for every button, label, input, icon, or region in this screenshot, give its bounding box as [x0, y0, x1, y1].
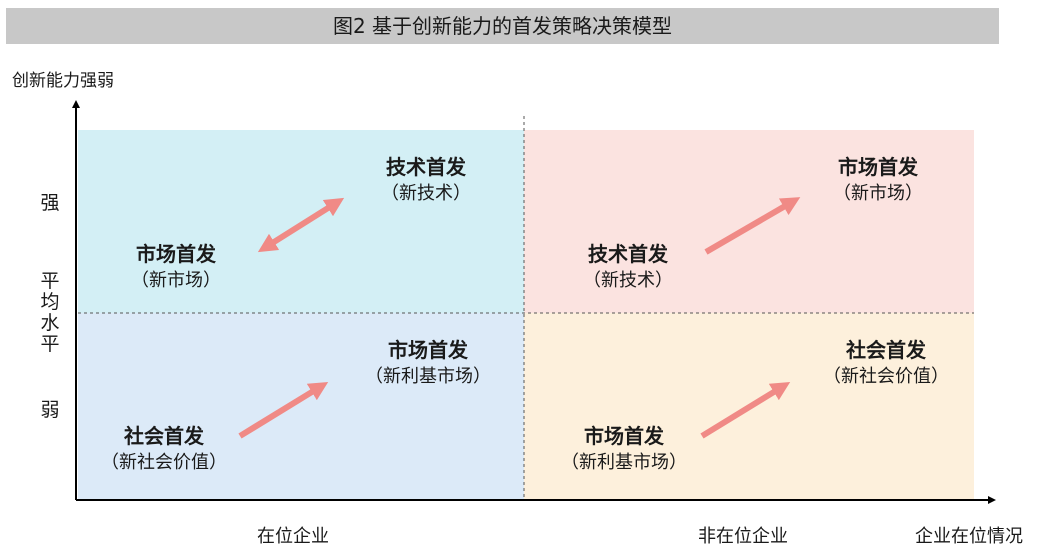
bl-target-main: 市场首发 — [388, 338, 468, 362]
arrow-bottom-right — [700, 381, 791, 439]
br-target-sub: （新社会价值） — [823, 366, 949, 387]
br-source-main: 市场首发 — [584, 424, 664, 448]
tl-target-main: 技术首发 — [386, 155, 466, 179]
y-tick-average: 平均水平 — [40, 270, 60, 355]
quadrant-bottom-left — [78, 313, 524, 500]
br-source-sub: （新利基市场） — [561, 452, 687, 473]
tr-source-label: 技术首发 （新技术） — [576, 240, 680, 294]
y-tick-strong: 强 — [40, 192, 60, 214]
x-axis-title: 企业在位情况 — [915, 526, 1023, 547]
br-source-label: 市场首发 （新利基市场） — [546, 422, 702, 476]
br-target-main: 社会首发 — [846, 338, 926, 362]
tl-source-sub: （新市场） — [131, 270, 221, 291]
br-target-label: 社会首发 （新社会价值） — [808, 336, 964, 390]
arrow-top-right — [704, 197, 801, 255]
tl-source-main: 市场首发 — [136, 242, 216, 266]
quadrant-top-right — [524, 130, 974, 313]
bl-source-sub: （新社会价值） — [101, 452, 227, 473]
tr-source-sub: （新技术） — [583, 270, 673, 291]
bl-target-sub: （新利基市场） — [365, 366, 491, 387]
y-axis-title: 创新能力强弱 — [12, 71, 114, 91]
bl-target-label: 市场首发 （新利基市场） — [350, 336, 506, 390]
y-tick-weak: 弱 — [40, 399, 60, 421]
tr-target-main: 市场首发 — [838, 155, 918, 179]
figure-title: 图2 基于创新能力的首发策略决策模型 — [332, 14, 673, 38]
tl-target-label: 技术首发 （新技术） — [374, 153, 478, 207]
tr-source-main: 技术首发 — [588, 242, 668, 266]
tr-target-sub: （新市场） — [833, 183, 923, 204]
title-bar: 图2 基于创新能力的首发策略决策模型 — [6, 8, 999, 44]
arrow-bottom-left — [238, 381, 329, 439]
bl-source-label: 社会首发 （新社会价值） — [86, 422, 242, 476]
tl-target-sub: （新技术） — [381, 183, 471, 204]
x-tick-incumbent: 在位企业 — [257, 526, 329, 547]
arrow-top-left — [257, 197, 345, 253]
tl-source-label: 市场首发 （新市场） — [124, 240, 228, 294]
x-tick-non-incumbent: 非在位企业 — [698, 526, 788, 547]
bl-source-main: 社会首发 — [124, 424, 204, 448]
tr-target-label: 市场首发 （新市场） — [826, 153, 930, 207]
